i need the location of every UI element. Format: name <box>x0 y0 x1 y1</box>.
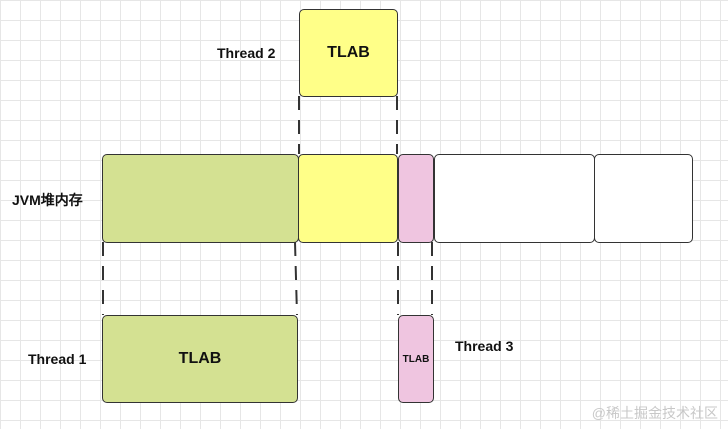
thread1-label: Thread 1 <box>28 351 87 367</box>
thread2-tlab-box: TLAB <box>299 9 398 97</box>
thread3-tlab-box: TLAB <box>398 315 434 403</box>
thread2-label: Thread 2 <box>217 45 276 61</box>
heap-segment-pink <box>398 154 434 243</box>
heap-segment-yellow <box>298 154 398 243</box>
thread3-label: Thread 3 <box>455 338 514 354</box>
heap-segment-green <box>102 154 299 243</box>
heap-segment-free-1 <box>434 154 595 243</box>
thread3-tlab-label: TLAB <box>402 353 430 365</box>
connector-t1-right <box>294 241 298 316</box>
thread1-tlab-box: TLAB <box>102 315 298 403</box>
heap-label: JVM堆内存 <box>12 192 83 208</box>
watermark: @稀土掘金技术社区 <box>591 405 718 421</box>
heap-segment-free-2 <box>594 154 693 243</box>
thread2-tlab-label: TLAB <box>327 44 370 61</box>
thread1-tlab-label: TLAB <box>178 350 222 367</box>
